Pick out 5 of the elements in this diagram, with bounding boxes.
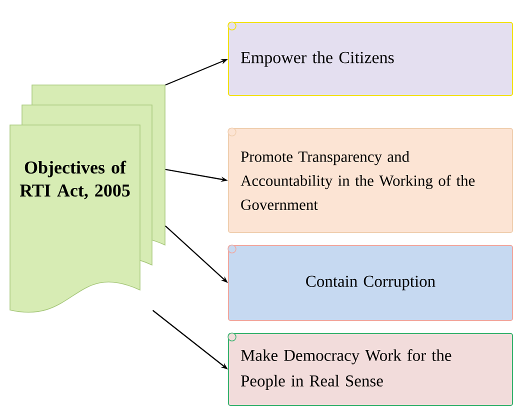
- scroll-box: Promote Transparency and Accountability in the Working of the Government: [228, 128, 513, 233]
- document-stack: Objectives of RTI Act, 2005: [10, 84, 166, 313]
- scroll-box: Contain Corruption: [228, 244, 513, 321]
- scroll-box: Empower the Citizens: [228, 22, 513, 96]
- scroll-box: Make Democracy Work for the People in Real Sense: [228, 332, 513, 406]
